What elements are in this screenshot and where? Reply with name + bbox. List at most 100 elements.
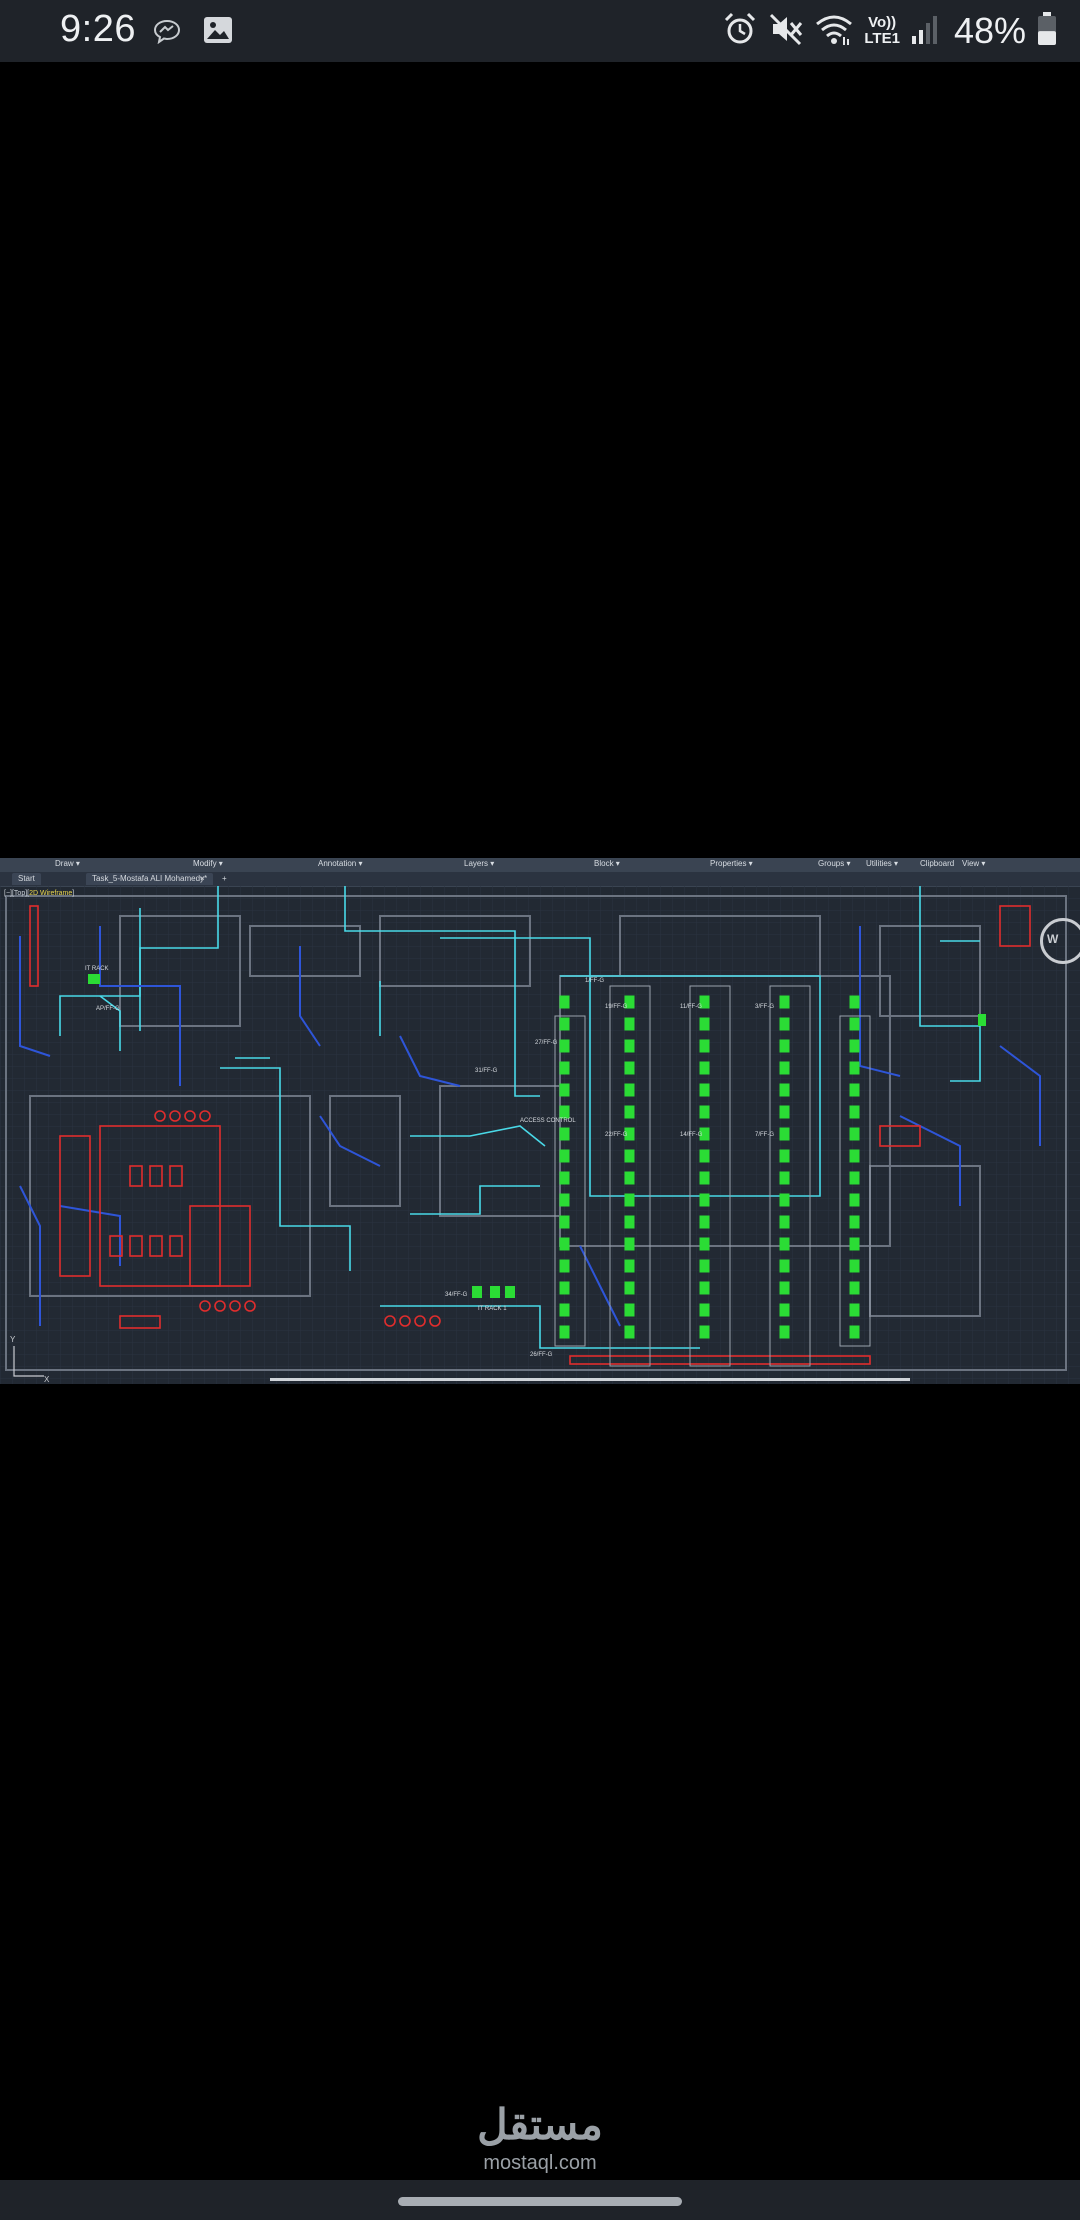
workstation-outlet xyxy=(699,1127,710,1141)
svg-text:31/FF-G: 31/FF-G xyxy=(475,1068,498,1074)
workstation-outlet xyxy=(559,995,570,1009)
workstation-outlet xyxy=(559,1017,570,1031)
home-gesture-pill[interactable] xyxy=(398,2197,682,2206)
workstation-outlet xyxy=(779,1083,790,1097)
workstation-outlet xyxy=(699,1061,710,1075)
ribbon-panel-6[interactable]: Groups ▾ xyxy=(818,859,851,868)
workstation-outlet xyxy=(624,1105,635,1119)
workstation-outlet xyxy=(624,1017,635,1031)
workstation-outlet xyxy=(699,1237,710,1251)
workstation-outlet xyxy=(699,1259,710,1273)
workstation-outlet xyxy=(559,1259,570,1273)
ribbon-panel-2[interactable]: Annotation ▾ xyxy=(318,859,363,868)
workstation-outlet xyxy=(699,1017,710,1031)
workstation-outlet xyxy=(699,1303,710,1317)
cad-scrollbar xyxy=(270,1378,910,1381)
workstation-outlet xyxy=(624,995,635,1009)
workstation-outlet xyxy=(779,1215,790,1229)
watermark-logo: مستقل xyxy=(477,2101,603,2148)
workstation-outlet xyxy=(849,1193,860,1207)
workstation-outlet xyxy=(624,1039,635,1053)
cad-floor-plan: IT RACK AP/FF-G ACCESS CONTROL IT RACK 1… xyxy=(0,886,1080,1384)
workstation-outlet xyxy=(559,1149,570,1163)
ribbon-panel-1[interactable]: Modify ▾ xyxy=(193,859,223,868)
ribbon-panel-8[interactable]: Clipboard xyxy=(920,859,955,868)
compass-west-label: W xyxy=(1047,932,1059,946)
mute-icon xyxy=(768,11,804,52)
workstation-outlet xyxy=(624,1193,635,1207)
ribbon-panel-4[interactable]: Block ▾ xyxy=(594,859,620,868)
svg-text:26/FF-G: 26/FF-G xyxy=(530,1352,553,1358)
workstation-outlet xyxy=(849,1325,860,1339)
workstation-outlet xyxy=(699,1149,710,1163)
workstation-outlet xyxy=(559,1281,570,1295)
ribbon-panel-3[interactable]: Layers ▾ xyxy=(464,859,495,868)
ribbon-panel-0[interactable]: Draw ▾ xyxy=(55,859,80,868)
svg-text:7/FF-G: 7/FF-G xyxy=(755,1132,774,1138)
file-tab-0[interactable]: Start xyxy=(12,873,41,885)
ribbon-panel-9[interactable]: View ▾ xyxy=(962,859,986,868)
svg-text:19/FF-G: 19/FF-G xyxy=(605,1004,628,1010)
workstation-outlet xyxy=(624,1171,635,1185)
workstation-outlet xyxy=(624,1237,635,1251)
workstation-outlet xyxy=(849,1039,860,1053)
workstation-outlet xyxy=(779,995,790,1009)
viewport-style: 2D Wireframe xyxy=(29,890,73,897)
workstation-outlet xyxy=(779,1061,790,1075)
viewport-prefix: [−][Top][ xyxy=(4,890,30,897)
workstation-outlet xyxy=(699,1039,710,1053)
signal-icon xyxy=(910,12,940,51)
workstation-outlet xyxy=(559,1105,570,1119)
workstation-outlet xyxy=(624,1127,635,1141)
workstation-outlet xyxy=(849,1171,860,1185)
workstation-outlet xyxy=(699,1193,710,1207)
file-tab-3[interactable]: + xyxy=(222,874,227,883)
workstation-outlet xyxy=(559,1083,570,1097)
svg-text:11/FF-G: 11/FF-G xyxy=(680,1004,702,1010)
file-tab-2[interactable]: × xyxy=(200,874,205,883)
file-tab-1[interactable]: Task_5-Mostafa ALI Mohamedy* xyxy=(86,873,214,885)
image-content[interactable]: Draw ▾ Modify ▾ Annotation ▾ Layers ▾ Block … xyxy=(0,858,1080,1384)
workstation-outlet xyxy=(559,1215,570,1229)
battery-icon xyxy=(1036,11,1058,52)
svg-text:IT RACK 1: IT RACK 1 xyxy=(478,1306,507,1312)
svg-text:AP/FF-G: AP/FF-G xyxy=(96,1006,120,1012)
alarm-icon xyxy=(722,11,758,52)
workstation-outlet xyxy=(849,1105,860,1119)
messenger-icon xyxy=(152,18,182,49)
workstation-outlet xyxy=(849,1237,860,1251)
navigation-bar xyxy=(0,2180,1080,2220)
gallery-icon xyxy=(202,14,234,51)
cad-ribbon: Draw ▾ Modify ▾ Annotation ▾ Layers ▾ Block … xyxy=(0,858,1080,873)
workstation-outlet xyxy=(779,1149,790,1163)
workstation-outlet xyxy=(559,1039,570,1053)
workstation-outlet xyxy=(624,1281,635,1295)
workstation-outlet xyxy=(849,1127,860,1141)
svg-text:22/FF-G: 22/FF-G xyxy=(605,1132,628,1138)
watermark-url: mostaql.com xyxy=(483,2152,597,2174)
workstation-outlet xyxy=(779,1127,790,1141)
workstation-outlet xyxy=(559,1303,570,1317)
status-bar: 9:26 xyxy=(0,0,1080,62)
workstation-outlet xyxy=(779,1039,790,1053)
lte-label: LTE1 xyxy=(864,30,900,47)
workstation-outlet xyxy=(699,1105,710,1119)
workstation-outlet xyxy=(849,1259,860,1273)
workstation-outlet xyxy=(699,1281,710,1295)
workstation-outlet xyxy=(624,1303,635,1317)
workstation-outlet xyxy=(849,1149,860,1163)
viewport-label: [−][Top][2D Wireframe] xyxy=(4,890,74,897)
ribbon-panel-5[interactable]: Properties ▾ xyxy=(710,859,753,868)
svg-text:IT RACK: IT RACK xyxy=(85,966,109,972)
workstation-outlet xyxy=(624,1149,635,1163)
clock-time: 9:26 xyxy=(60,8,136,50)
workstation-outlet xyxy=(779,1281,790,1295)
ribbon-panel-7[interactable]: Utilities ▾ xyxy=(866,859,899,868)
workstation-outlet xyxy=(624,1325,635,1339)
workstation-outlet xyxy=(559,1325,570,1339)
workstation-outlet xyxy=(849,1083,860,1097)
workstation-outlet xyxy=(849,1061,860,1075)
svg-text:14/FF-G: 14/FF-G xyxy=(680,1132,703,1138)
workstation-outlet xyxy=(624,1083,635,1097)
workstation-outlet xyxy=(779,1303,790,1317)
